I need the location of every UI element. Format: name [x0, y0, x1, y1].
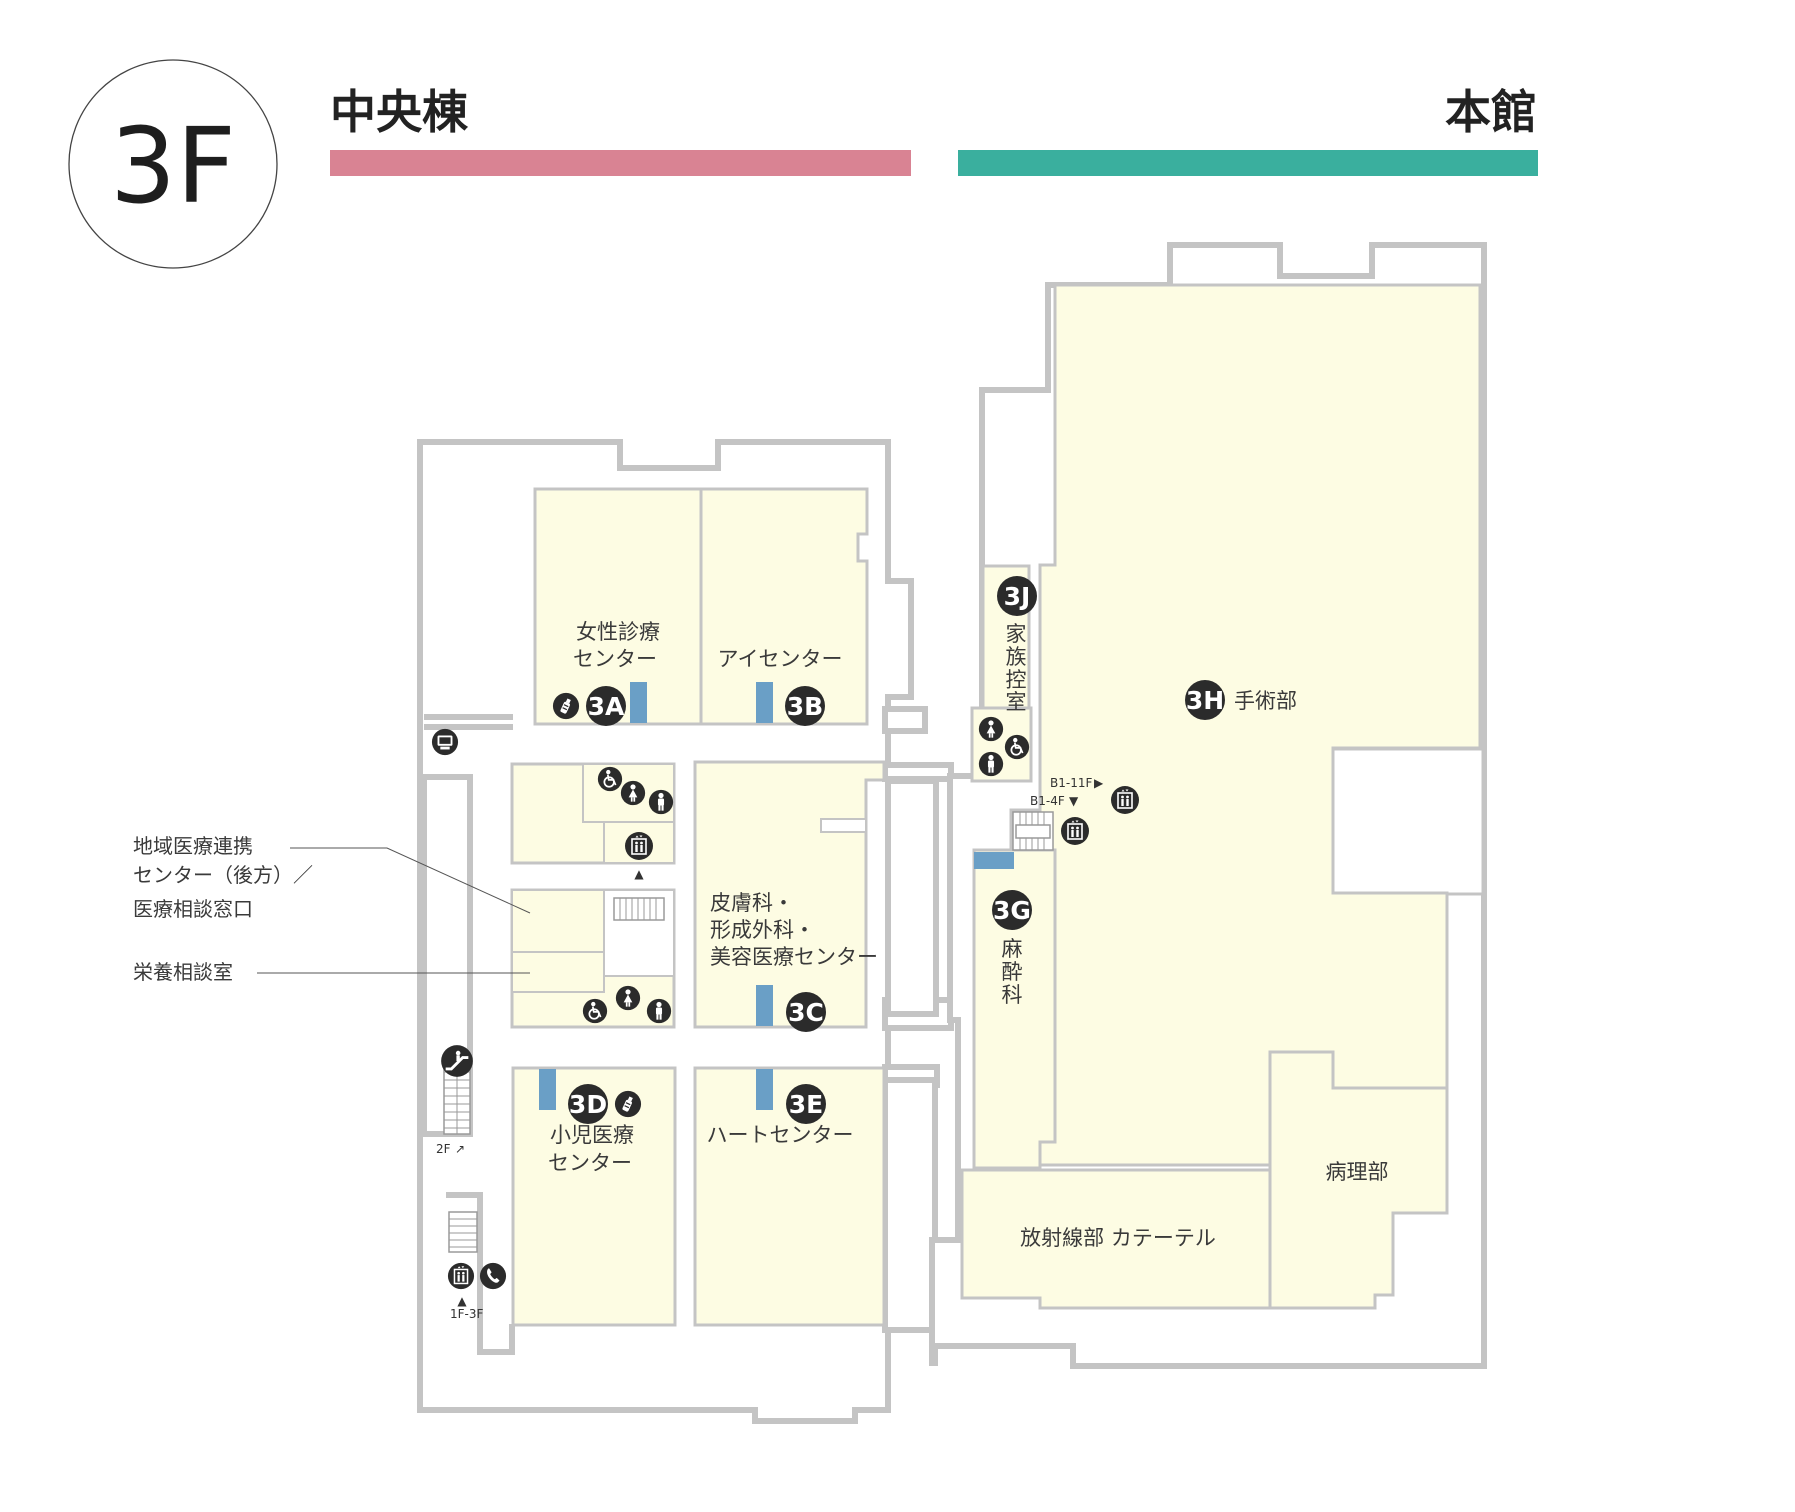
badge-3j-text: 3J	[1004, 582, 1031, 611]
telephone-icon	[479, 1262, 507, 1290]
room-3j-char-4: 室	[1006, 690, 1027, 714]
callout-regional-line2: センター（後方）／	[133, 863, 313, 887]
badge-3j: 3J	[997, 576, 1037, 616]
elevator-up-arrow: ▲	[634, 867, 644, 881]
callout-regional-line3: 医療相談窓口	[133, 897, 253, 921]
callout-regional-center: 地域医療連携 センター（後方）／ 医療相談窓口	[133, 834, 531, 921]
female-icon	[620, 780, 646, 806]
badge-3d-text: 3D	[569, 1090, 607, 1119]
room-3b-name: アイセンター	[718, 647, 843, 671]
floor-label: 3F	[110, 105, 236, 227]
elevator-range-label: 1F-3F	[450, 1307, 484, 1321]
elevator-icon[interactable]	[624, 831, 654, 861]
room-3e-name: ハートセンター	[707, 1123, 854, 1147]
floor-indicator: 3F	[68, 59, 278, 269]
room-radiology[interactable]: 放射線部 カテーテル	[960, 1168, 1272, 1310]
wheelchair-icon	[597, 766, 623, 792]
room-3a-name-line2: センター	[573, 647, 657, 671]
room-3g-anesthesiology[interactable]	[972, 848, 1057, 1170]
callout-nutrition-text: 栄養相談室	[133, 960, 233, 984]
callout-regional-line1: 地域医療連携	[133, 834, 253, 858]
badge-3c-text: 3C	[788, 998, 824, 1027]
room-3j-char-1: 家	[1006, 622, 1027, 646]
elevator-icon[interactable]	[447, 1262, 475, 1290]
room-3h-surgery[interactable]	[1038, 283, 1482, 1167]
badge-3h-text: 3H	[1186, 686, 1224, 715]
elevator-up-arrow: ▲	[457, 1294, 467, 1308]
room-3c-name-line3: 美容医療センター	[710, 945, 878, 969]
elevator-range-label: B1-11F	[1050, 776, 1092, 790]
central-building-bar	[330, 150, 911, 176]
female-icon	[978, 716, 1004, 742]
badge-3a: 3A	[586, 686, 626, 726]
reception-desk	[539, 1069, 556, 1110]
stairwell-main	[1012, 811, 1054, 851]
room-3g-char-3: 科	[1002, 983, 1023, 1007]
badge-3e: 3E	[786, 1084, 826, 1124]
room-3g-char-2: 酔	[1002, 960, 1023, 984]
room-3g-char-1: 麻	[1002, 937, 1023, 961]
reception-desk	[974, 852, 1014, 869]
radiology-name: 放射線部 カテーテル	[1020, 1226, 1216, 1250]
room-3a-name-line1: 女性診療	[576, 620, 660, 644]
male-icon	[648, 789, 674, 815]
pathology-name: 病理部	[1326, 1160, 1389, 1184]
main-building-bar	[958, 150, 1538, 176]
elevator-range-arrow: ▶	[1094, 776, 1104, 790]
male-icon	[978, 751, 1004, 777]
elevator-icon[interactable]	[1060, 816, 1090, 846]
room-3b-eye-center[interactable]: アイセンター	[699, 487, 869, 726]
room-3a-womens-center[interactable]: 女性診療 センター	[533, 487, 704, 726]
badge-3g: 3G	[992, 890, 1032, 930]
escalator-icon[interactable]	[440, 1044, 474, 1078]
central-building-title: 中央棟	[330, 85, 469, 139]
badge-3a-text: 3A	[588, 692, 625, 721]
callout-nutrition: 栄養相談室	[133, 960, 530, 984]
room-3j-char-3: 控	[1006, 668, 1027, 692]
baby-bottle-icon	[552, 692, 580, 720]
reception-desk	[756, 1069, 773, 1110]
room-3d-name-line1: 小児医療	[550, 1123, 634, 1147]
male-icon	[646, 998, 672, 1024]
elevator-range-arrow: ▼	[1069, 794, 1079, 808]
reception-desk	[756, 985, 773, 1026]
badge-3b: 3B	[785, 686, 825, 726]
restroom-block-north	[510, 762, 676, 865]
reception-desk	[756, 682, 773, 723]
baby-bottle-icon	[614, 1090, 642, 1118]
atm-icon	[431, 728, 459, 756]
badge-3g-text: 3G	[993, 896, 1031, 925]
female-icon	[615, 985, 641, 1011]
wheelchair-icon	[1004, 734, 1030, 760]
badge-3e-text: 3E	[789, 1090, 823, 1119]
room-3c-name-line1: 皮膚科・	[710, 891, 794, 915]
elevator-icon[interactable]	[1110, 785, 1140, 815]
room-regional-center[interactable]	[510, 888, 676, 1029]
room-3h-name: 手術部	[1234, 689, 1297, 713]
main-building-title: 本館	[1445, 85, 1537, 139]
room-3c-dermatology[interactable]: 皮膚科・ 形成外科・ 美容医療センター	[693, 760, 886, 1029]
room-pathology[interactable]: 病理部	[1268, 1050, 1449, 1310]
reception-desk	[630, 682, 647, 723]
badge-3c: 3C	[786, 992, 826, 1032]
room-3c-name-line2: 形成外科・	[710, 918, 815, 942]
stairwell-central	[448, 1211, 478, 1253]
room-3j-char-2: 族	[1006, 645, 1027, 669]
badge-3h: 3H	[1185, 680, 1225, 720]
wheelchair-icon	[582, 998, 608, 1024]
elevator-range-label: B1-4F	[1030, 794, 1065, 808]
room-3g-vertical-name: 麻 酔 科	[1002, 937, 1023, 1007]
badge-3b-text: 3B	[787, 692, 823, 721]
room-3j-vertical-name: 家 族 控 室	[1006, 622, 1027, 714]
room-3d-name-line2: センター	[548, 1151, 632, 1175]
escalator-range-arrow: ↗	[455, 1142, 465, 1156]
escalator-range-label: 2F	[436, 1142, 451, 1156]
badge-3d: 3D	[568, 1084, 608, 1124]
